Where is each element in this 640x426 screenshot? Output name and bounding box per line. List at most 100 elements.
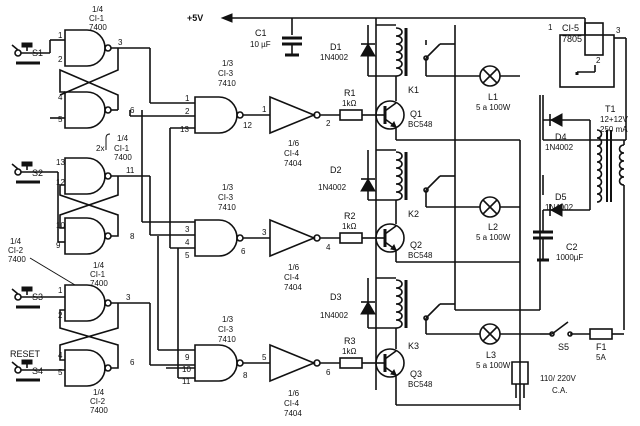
s5-label: S5 xyxy=(558,342,569,352)
n1-frac: 1/3 xyxy=(222,59,234,68)
r2-name: R2 xyxy=(344,211,356,221)
ci5-pin1: 1 xyxy=(548,23,553,32)
d4-name: D4 xyxy=(555,132,567,142)
l3-name: L3 xyxy=(486,350,496,360)
driver-2: R2 1kΩ Q2 BC548 xyxy=(320,211,433,260)
d5-part: 1N4002 xyxy=(545,203,574,212)
s2-label: S2 xyxy=(32,168,43,178)
g2-pin13: 13 xyxy=(56,158,65,167)
ci5-pin2: 2 xyxy=(596,56,601,65)
driver-3: R3 1kΩ Q3 BC548 xyxy=(320,336,433,389)
ground-rail xyxy=(395,127,521,406)
n2-pin6: 6 xyxy=(241,247,246,256)
g1-pin6: 6 xyxy=(130,106,135,115)
n2-pin4: 4 xyxy=(185,238,190,247)
ci5-pin3: 3 xyxy=(616,26,621,35)
transformer-t1: T1 12+12V 250 mA xyxy=(589,104,628,330)
i3-pin5: 5 xyxy=(262,353,267,362)
switch-s4[interactable]: RESET S4 xyxy=(10,349,43,382)
i3-frac: 1/6 xyxy=(288,389,300,398)
supply-rail: +5V xyxy=(187,13,586,390)
gate-to-inverter-wires xyxy=(243,114,270,364)
i3-part: 7404 xyxy=(284,409,302,418)
g1-pin3: 3 xyxy=(118,38,123,47)
n1-pin12: 12 xyxy=(243,121,252,130)
d3-part: 1N4002 xyxy=(320,311,349,320)
k3-name: K3 xyxy=(408,341,419,351)
t1-name: T1 xyxy=(605,104,616,114)
q2-part: BC548 xyxy=(408,251,433,260)
n2-frac: 1/3 xyxy=(222,183,234,192)
g3a-part: 7400 xyxy=(8,255,26,264)
inverter-2: 3 4 1/6 CI-4 7404 xyxy=(262,219,331,292)
d4-part: 1N4002 xyxy=(545,143,574,152)
g3a-ci: CI-2 xyxy=(8,246,24,255)
g3b-ci: CI-1 xyxy=(90,270,106,279)
d1-part: 1N4002 xyxy=(320,53,349,62)
ci5-name: CI-5 xyxy=(562,23,579,33)
g2-pin11: 11 xyxy=(126,166,135,175)
nand3-gate-2: 1/3 CI-3 7410 3 4 5 6 xyxy=(185,183,246,260)
l2-name: L2 xyxy=(488,222,498,232)
contact-common xyxy=(440,25,541,311)
s4-label: S4 xyxy=(32,366,43,376)
c1-value: 10 µF xyxy=(250,40,271,49)
l1-value: 5 a 100W xyxy=(476,103,511,112)
g1-pin4: 4 xyxy=(58,93,63,102)
q2-name: Q2 xyxy=(410,240,422,250)
f1-value: 5A xyxy=(596,353,606,362)
i1-ci: CI-4 xyxy=(284,149,300,158)
i2-ci: CI-4 xyxy=(284,273,300,282)
g2-mult: 2x xyxy=(96,144,104,153)
d2-name: D2 xyxy=(330,165,342,175)
driver-1: R1 1kΩ Q1 BC548 xyxy=(320,88,433,131)
l2-value: 5 a 100W xyxy=(476,233,511,242)
r3-value: 1kΩ xyxy=(342,347,356,356)
mains-type: C.A. xyxy=(552,386,568,395)
d3-name: D3 xyxy=(330,292,342,302)
nand3-gate-1: 1/3 CI-3 7410 1 2 13 12 xyxy=(180,59,252,134)
reset-label: RESET xyxy=(10,349,41,359)
n2-pin5: 5 xyxy=(185,251,190,260)
g2-pin9: 9 xyxy=(56,241,61,250)
g3b-frac: 1/4 xyxy=(93,261,105,270)
g2-pin10: 10 xyxy=(56,221,65,230)
mains-value: 110/ 220V xyxy=(540,374,577,383)
n1-part: 7410 xyxy=(218,79,236,88)
g2-pin12: 12 xyxy=(56,178,65,187)
n2-part: 7410 xyxy=(218,203,236,212)
i2-frac: 1/6 xyxy=(288,263,300,272)
capacitor-c1: C1 10 µF xyxy=(250,28,302,57)
switch-wires xyxy=(21,39,65,371)
relay-stage-1: D1 1N4002 K1 xyxy=(320,24,480,101)
r2-value: 1kΩ xyxy=(342,222,356,231)
g1-ci: CI-1 xyxy=(89,14,105,23)
n2-ci: CI-3 xyxy=(218,193,234,202)
c2-value: 1000µF xyxy=(556,253,583,262)
i2-part: 7404 xyxy=(284,283,302,292)
inverter-3: 5 6 1/6 CI-4 7404 xyxy=(262,344,331,418)
r3-name: R3 xyxy=(344,336,356,346)
n1-pin1: 1 xyxy=(185,94,190,103)
g3b-part: 7400 xyxy=(90,279,108,288)
i2-pin4: 4 xyxy=(326,243,331,252)
switch-s2[interactable]: S2 xyxy=(10,160,43,184)
g1-pin1: 1 xyxy=(58,31,63,40)
i1-pin1: 1 xyxy=(262,105,267,114)
t1-value: 12+12V xyxy=(600,115,628,124)
g2-frac: 1/4 xyxy=(117,134,129,143)
q3-part: BC548 xyxy=(408,380,433,389)
r1-name: R1 xyxy=(344,88,356,98)
i2-pin3: 3 xyxy=(262,228,267,237)
g3c-ci: CI-2 xyxy=(90,397,106,406)
g3a-frac: 1/4 xyxy=(10,237,22,246)
latch-1: 1 2 3 4 5 6 1/4 CI-1 7400 xyxy=(50,5,150,129)
n1-ci: CI-3 xyxy=(218,69,234,78)
d1-name: D1 xyxy=(330,42,342,52)
i1-pin2: 2 xyxy=(326,119,331,128)
c1-name: C1 xyxy=(255,28,267,38)
relay-stage-3: D3 1N4002 K3 xyxy=(320,277,480,351)
g2-pin8: 8 xyxy=(130,232,135,241)
